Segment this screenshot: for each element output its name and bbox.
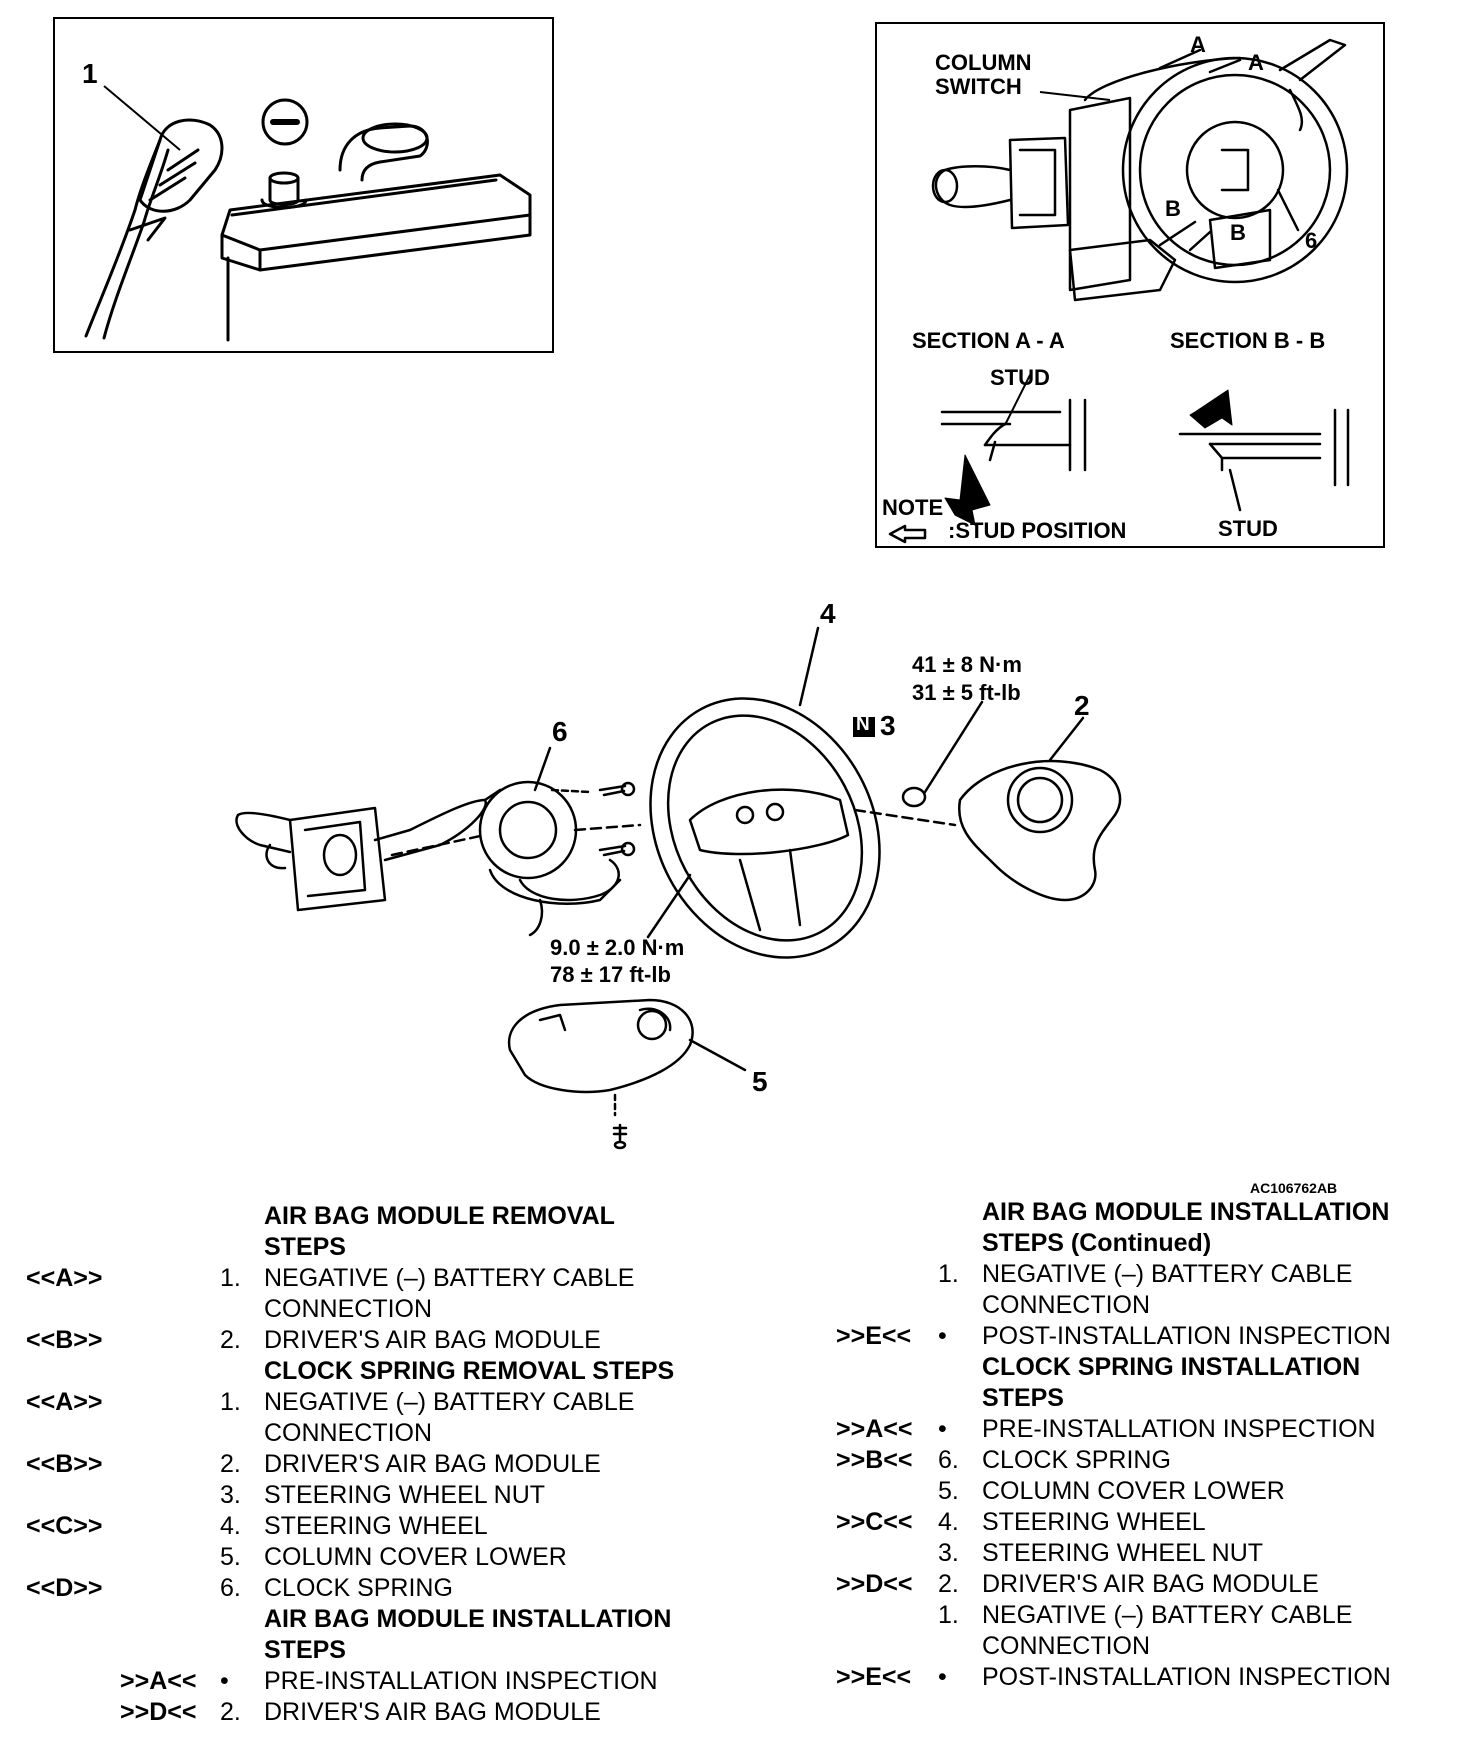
step-text: STEERING WHEEL NUT [982, 1539, 1264, 1567]
step-number: 1. [220, 1264, 241, 1292]
step-number: 2. [220, 1698, 241, 1726]
step-reference-code: >>E<< [836, 1322, 912, 1350]
stud-label-top: STUD [990, 365, 1050, 390]
section-a-marker-2: A [1248, 50, 1264, 75]
section-aa-label: SECTION A - A [912, 328, 1065, 353]
step-number: 6. [938, 1446, 959, 1474]
step-heading: CLOCK SPRING INSTALLATION [982, 1353, 1361, 1381]
torque-nut-ftlb: 31 ± 5 ft-lb [912, 680, 1021, 705]
step-number: • [220, 1667, 229, 1695]
step-text: CLOCK SPRING [982, 1446, 1171, 1474]
column-switch-label: COLUMN [935, 50, 1032, 75]
step-number: • [938, 1415, 947, 1443]
step-text: COLUMN COVER LOWER [264, 1543, 567, 1571]
callout-3: 3 [880, 710, 896, 741]
step-text: DRIVER'S AIR BAG MODULE [264, 1698, 601, 1726]
step-reference-code: <<B>> [26, 1450, 103, 1478]
step-heading: AIR BAG MODULE INSTALLATION [264, 1605, 672, 1633]
stud-position-label: :STUD POSITION [948, 518, 1127, 543]
step-reference-code: >>A<< [836, 1415, 913, 1443]
section-a-marker-1: A [1190, 32, 1206, 57]
step-text: POST-INSTALLATION INSPECTION [982, 1322, 1391, 1350]
step-heading: STEPS (Continued) [982, 1229, 1212, 1257]
section-bb-label: SECTION B - B [1170, 328, 1326, 353]
step-text: STEERING WHEEL [982, 1508, 1206, 1536]
step-text: POST-INSTALLATION INSPECTION [982, 1663, 1391, 1691]
step-heading: STEPS [264, 1636, 346, 1664]
step-text: NEGATIVE (–) BATTERY CABLE [982, 1601, 1353, 1629]
section-b-marker-2: B [1230, 220, 1246, 245]
step-reference-code: >>D<< [120, 1698, 197, 1726]
step-text: NEGATIVE (–) BATTERY CABLE [264, 1388, 635, 1416]
step-number: • [938, 1663, 947, 1691]
step-text: CLOCK SPRING [264, 1574, 453, 1602]
battery-inset-frame [53, 17, 554, 353]
step-reference-code: >>D<< [836, 1570, 913, 1598]
column-switch-label-2: SWITCH [935, 74, 1022, 99]
step-number: 1. [938, 1601, 959, 1629]
step-number: 6. [220, 1574, 241, 1602]
step-text: STEERING WHEEL NUT [264, 1481, 546, 1509]
callout-2: 2 [1074, 690, 1090, 721]
step-number: 5. [938, 1477, 959, 1505]
step-heading: CLOCK SPRING REMOVAL STEPS [264, 1357, 675, 1385]
step-reference-code: >>E<< [836, 1663, 912, 1691]
step-number: 3. [220, 1481, 241, 1509]
step-text: DRIVER'S AIR BAG MODULE [982, 1570, 1319, 1598]
callout-1: 1 [82, 58, 98, 89]
step-heading: AIR BAG MODULE INSTALLATION [982, 1198, 1390, 1226]
step-number: 1. [220, 1388, 241, 1416]
step-heading: STEPS [264, 1233, 346, 1261]
torque-screw-ftlb: 78 ± 17 ft-lb [550, 962, 671, 987]
note-label: NOTE [882, 495, 944, 520]
callout-6: 6 [552, 716, 568, 747]
step-reference-code: <<B>> [26, 1326, 103, 1354]
step-text: PRE-INSTALLATION INSPECTION [264, 1667, 658, 1695]
step-text: CONNECTION [982, 1632, 1151, 1660]
step-text: STEERING WHEEL [264, 1512, 488, 1540]
step-reference-code: >>A<< [120, 1667, 197, 1695]
step-text: COLUMN COVER LOWER [982, 1477, 1285, 1505]
step-number: • [938, 1322, 947, 1350]
step-heading: AIR BAG MODULE REMOVAL [264, 1202, 615, 1230]
step-reference-code: <<A>> [26, 1388, 103, 1416]
step-reference-code: <<C>> [26, 1512, 103, 1540]
step-number: 3. [938, 1539, 959, 1567]
step-text: NEGATIVE (–) BATTERY CABLE [982, 1260, 1353, 1288]
step-text: NEGATIVE (–) BATTERY CABLE [264, 1264, 635, 1292]
step-reference-code: >>C<< [836, 1508, 913, 1536]
step-text: CONNECTION [264, 1295, 433, 1323]
step-number: 2. [220, 1326, 241, 1354]
callout-4: 4 [820, 598, 836, 629]
step-number: 1. [938, 1260, 959, 1288]
step-number: 2. [938, 1570, 959, 1598]
step-reference-code: >>B<< [836, 1446, 913, 1474]
figure-code: AC106762AB [1250, 1180, 1338, 1196]
step-text: PRE-INSTALLATION INSPECTION [982, 1415, 1376, 1443]
column-switch-inset-frame [875, 22, 1385, 548]
torque-screw-nm: 9.0 ± 2.0 N·m [550, 935, 685, 960]
stud-label-bottom: STUD [1218, 516, 1278, 541]
torque-nut-nm: 41 ± 8 N·m [912, 652, 1022, 677]
step-number: 2. [220, 1450, 241, 1478]
section-b-marker-1: B [1165, 196, 1181, 221]
step-text: CONNECTION [982, 1291, 1151, 1319]
n-badge: N [856, 714, 870, 735]
inset-callout-6: 6 [1305, 228, 1318, 253]
step-reference-code: <<D>> [26, 1574, 103, 1602]
step-reference-code: <<A>> [26, 1264, 103, 1292]
step-text: DRIVER'S AIR BAG MODULE [264, 1326, 601, 1354]
step-number: 4. [220, 1512, 241, 1540]
callout-5: 5 [752, 1066, 768, 1097]
step-heading: STEPS [982, 1384, 1064, 1412]
step-text: CONNECTION [264, 1419, 433, 1447]
step-number: 4. [938, 1508, 959, 1536]
step-number: 5. [220, 1543, 241, 1571]
step-text: DRIVER'S AIR BAG MODULE [264, 1450, 601, 1478]
